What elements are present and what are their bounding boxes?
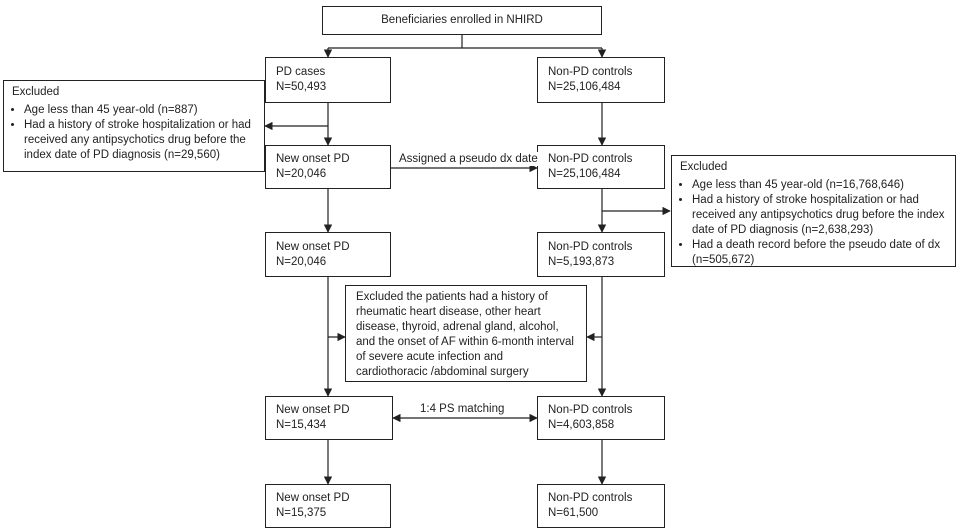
enrollment-box: Beneficiaries enrolled in NHIRD (322, 6, 602, 35)
new-onset-pd-count: N=20,046 (276, 168, 327, 180)
non-pd-controls-box-3: Non-PD controls N=5,193,873 (537, 232, 665, 277)
non-pd-controls-box-2: Non-PD controls N=25,106,484 (537, 145, 665, 189)
new-onset-pd-label: New onset PD (276, 153, 350, 165)
ps-matching-label: 1:4 PS matching (420, 402, 505, 416)
non-pd-controls-count: N=25,106,484 (548, 168, 621, 180)
excluded-left-list: Age less than 45 year-old (n=887) Had a … (12, 103, 256, 163)
non-pd-controls-label: Non-PD controls (548, 404, 633, 416)
pd-cases-box: PD cases N=50,493 (265, 57, 391, 103)
excluded-right-box: Excluded Age less than 45 year-old (n=16… (671, 155, 956, 267)
pd-cases-label: PD cases (276, 66, 326, 78)
excluded-left-item: Had a history of stroke hospitalization … (24, 118, 256, 163)
non-pd-controls-label: Non-PD controls (548, 153, 633, 165)
enrollment-label: Beneficiaries enrolled in NHIRD (381, 14, 543, 26)
excluded-right-heading: Excluded (680, 161, 728, 173)
new-onset-pd-label: New onset PD (276, 492, 350, 504)
non-pd-controls-label: Non-PD controls (548, 492, 633, 504)
excluded-left-heading: Excluded (12, 86, 60, 98)
new-onset-pd-box-1: New onset PD N=20,046 (265, 145, 391, 189)
non-pd-controls-label: Non-PD controls (548, 66, 633, 78)
non-pd-controls-box-5: Non-PD controls N=61,500 (537, 484, 665, 528)
new-onset-pd-box-2: New onset PD N=20,046 (265, 232, 391, 277)
excluded-right-item: Age less than 45 year-old (n=16,768,646) (692, 178, 947, 193)
non-pd-controls-box-4: Non-PD controls N=4,603,858 (537, 396, 665, 440)
new-onset-pd-box-4: New onset PD N=15,375 (265, 484, 391, 528)
new-onset-pd-count: N=15,434 (276, 419, 327, 431)
new-onset-pd-count: N=15,375 (276, 507, 327, 519)
non-pd-controls-label: Non-PD controls (548, 240, 633, 253)
excluded-left-box: Excluded Age less than 45 year-old (n=88… (3, 80, 265, 172)
excluded-right-list: Age less than 45 year-old (n=16,768,646)… (680, 178, 947, 268)
non-pd-controls-count: N=25,106,484 (548, 81, 621, 93)
pseudo-dx-label: Assigned a pseudo dx date (399, 152, 538, 166)
non-pd-controls-count: N=61,500 (548, 507, 599, 519)
pd-cases-count: N=50,493 (276, 81, 327, 93)
non-pd-controls-box-1: Non-PD controls N=25,106,484 (537, 57, 665, 103)
non-pd-controls-count: N=4,603,858 (548, 419, 615, 431)
new-onset-pd-box-3: New onset PD N=15,434 (265, 396, 393, 440)
new-onset-pd-count: N=20,046 (276, 255, 327, 268)
new-onset-pd-label: New onset PD (276, 240, 350, 253)
new-onset-pd-label: New onset PD (276, 404, 350, 416)
excluded-middle-text: Excluded the patients had a history of r… (356, 291, 574, 378)
non-pd-controls-count: N=5,193,873 (548, 255, 615, 268)
excluded-right-item: Had a death record before the pseudo dat… (692, 238, 947, 268)
excluded-middle-box: Excluded the patients had a history of r… (345, 285, 587, 382)
excluded-right-item: Had a history of stroke hospitalization … (692, 193, 947, 238)
excluded-left-item: Age less than 45 year-old (n=887) (24, 103, 256, 118)
